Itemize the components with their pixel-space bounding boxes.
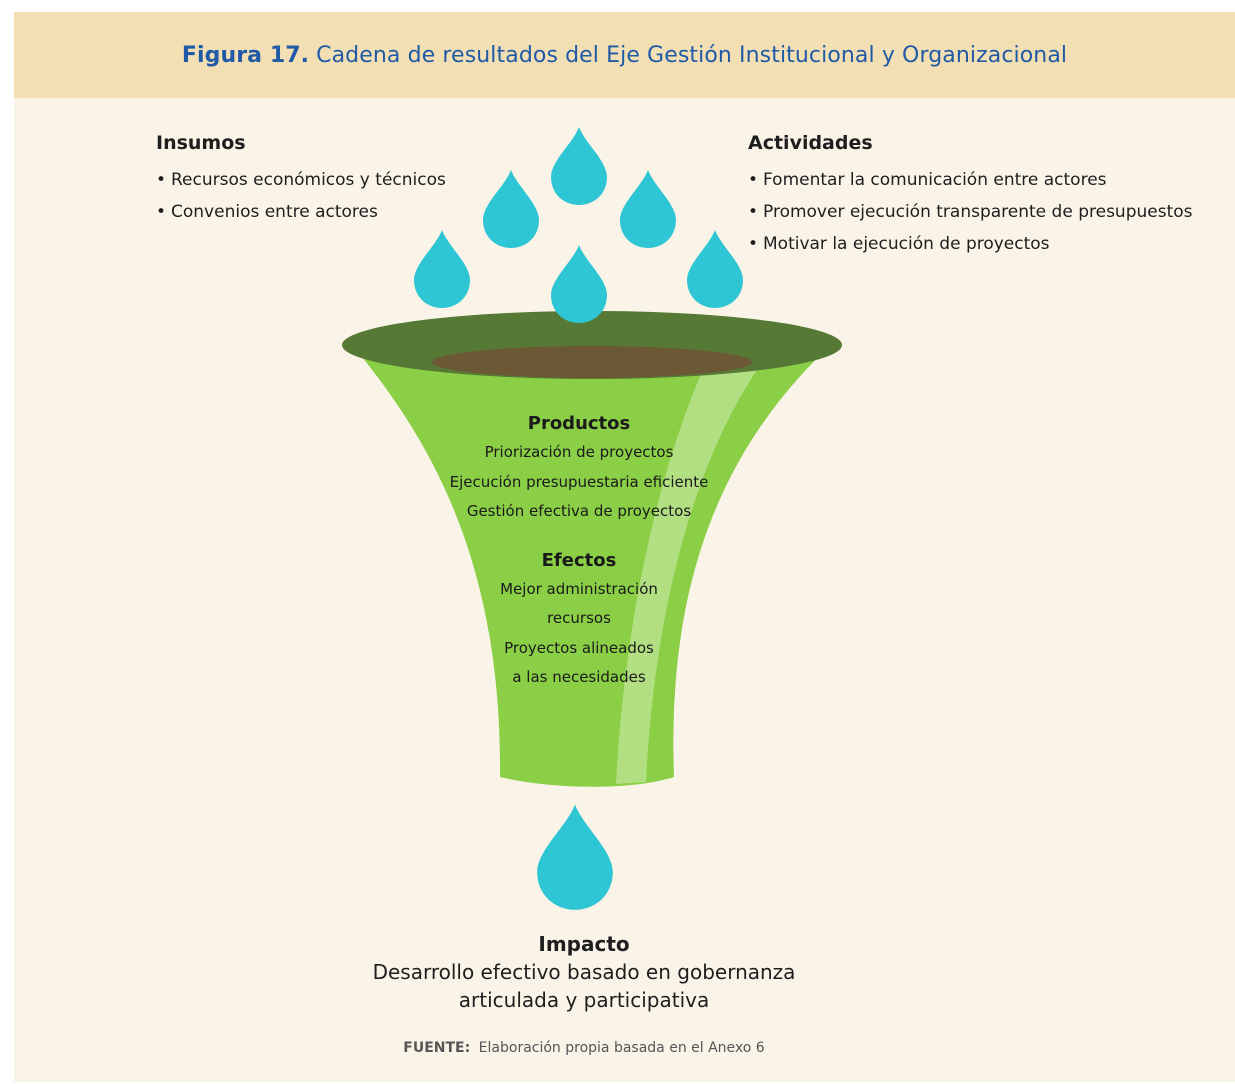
figure-panel: Figura 17. Cadena de resultados del Eje … xyxy=(14,12,1235,1082)
actividades-list: Fomentar la comunicación entre actores P… xyxy=(748,164,1218,260)
water-drop-icon-output xyxy=(537,804,613,910)
productos-heading: Productos xyxy=(527,413,631,434)
figure-header: Figura 17. Cadena de resultados del Eje … xyxy=(14,12,1235,98)
insumos-item: Recursos económicos y técnicos xyxy=(156,164,536,196)
productos-item: Ejecución presupuestaria eficiente xyxy=(449,472,709,491)
insumos-block: Insumos Recursos económicos y técnicos C… xyxy=(156,132,536,228)
productos-item: Priorización de proyectos xyxy=(484,443,674,461)
source-note: FUENTE: Elaboración propia basada en el … xyxy=(14,1040,1154,1056)
water-drop-icon xyxy=(414,230,470,308)
source-text: Elaboración propia basada en el Anexo 6 xyxy=(478,1040,765,1056)
water-drop-icon xyxy=(551,245,607,323)
insumos-list: Recursos económicos y técnicos Convenios… xyxy=(156,164,536,228)
source-label: FUENTE: xyxy=(403,1040,471,1056)
productos-item: Gestión efectiva de proyectos xyxy=(466,502,692,520)
funnel-text: Productos Priorización de proyectos Ejec… xyxy=(424,410,734,693)
efectos-item: Proyectos alineados xyxy=(504,638,654,657)
water-drop-icon xyxy=(620,170,676,248)
figure-number: Figura 17. xyxy=(181,42,310,68)
insumos-heading: Insumos xyxy=(156,132,246,154)
impacto-line: articulada y participativa xyxy=(458,988,710,1012)
actividades-item: Motivar la ejecución de proyectos xyxy=(748,228,1218,260)
efectos-heading: Efectos xyxy=(541,549,617,571)
actividades-item: Promover ejecución transparente de presu… xyxy=(748,196,1218,228)
actividades-block: Actividades Fomentar la comunicación ent… xyxy=(748,132,1218,260)
efectos-item: recursos xyxy=(547,609,611,627)
actividades-heading: Actividades xyxy=(748,132,873,154)
funnel-opening xyxy=(432,346,752,378)
figure-title: Cadena de resultados del Eje Gestión Ins… xyxy=(316,42,1068,68)
impacto-heading: Impacto xyxy=(538,932,630,956)
actividades-item: Fomentar la comunicación entre actores xyxy=(748,164,1218,196)
impacto-line: Desarrollo efectivo basado en gobernanza xyxy=(372,960,796,984)
insumos-item: Convenios entre actores xyxy=(156,196,536,228)
water-drop-icon xyxy=(551,127,607,205)
efectos-item: a las necesidades xyxy=(512,668,646,686)
impacto-block: Impacto Desarrollo efectivo basado en go… xyxy=(234,930,934,1014)
efectos-item: Mejor administración xyxy=(500,579,658,598)
funnel-body xyxy=(350,342,834,787)
funnel-highlight xyxy=(616,367,759,784)
water-drop-icon xyxy=(687,230,743,308)
funnel-illustration xyxy=(342,127,842,910)
